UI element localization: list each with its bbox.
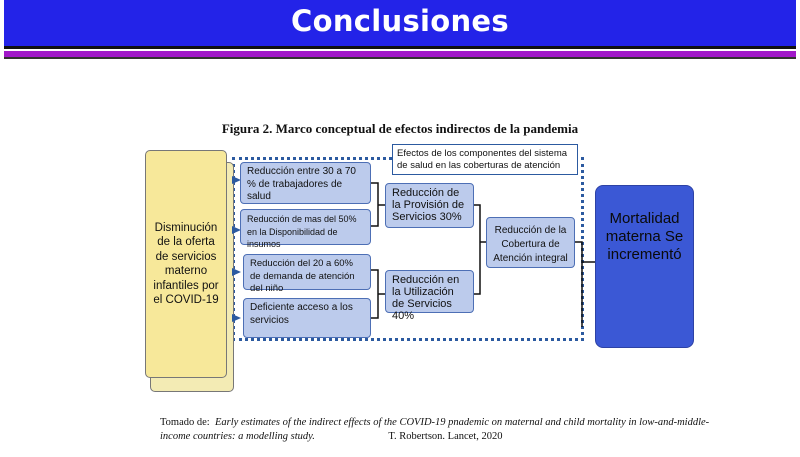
effect-box-access: Deficiente acceso a los servicios (243, 298, 371, 338)
title-underline-stripe (4, 51, 796, 59)
connector-bracket-coverage (473, 204, 481, 295)
outcome-box: Mortalidad materna Se incrementó (595, 185, 694, 348)
arrow-effect-2 (232, 226, 241, 234)
utilization-box: Reducción en la Utilización de Servicios… (385, 270, 474, 322)
source-author: T. Robertson. Lancet, 2020 (388, 431, 503, 442)
title-banner: Conclusiones (4, 0, 796, 49)
connector-bracket-provision (370, 182, 379, 227)
provision-box: Reducción de la Provisión de Servicios 3… (385, 183, 474, 228)
source-prefix: Tomado de: (160, 417, 210, 428)
source-citation: Tomado de: Early estimates of the indire… (160, 416, 720, 444)
coverage-box: Reducción de la Cobertura de Atención in… (486, 217, 575, 268)
connector-coverage-down (574, 241, 583, 327)
connector-bracket-utilization (370, 269, 379, 319)
effect-box-supplies: Reducción de mas del 50% en la Disponibi… (240, 209, 371, 249)
figure-title: Figura 2. Marco conceptual de efectos in… (221, 121, 579, 136)
arrow-effect-1 (232, 176, 241, 184)
arrow-effect-4 (232, 314, 241, 322)
legend-box: Efectos de los componentes del sistema d… (392, 144, 578, 175)
effect-box-health-workers: Reducción entre 30 a 70 % de trabajadore… (240, 162, 371, 204)
slide-title: Conclusiones (291, 4, 509, 38)
origin-box: Disminución de la oferta de servicios ma… (145, 150, 227, 378)
effect-box-child-demand: Reducción del 20 a 60% de demanda de ate… (243, 254, 371, 294)
arrow-effect-3 (232, 268, 241, 276)
source-work: Early estimates of the indirect effects … (160, 417, 710, 442)
